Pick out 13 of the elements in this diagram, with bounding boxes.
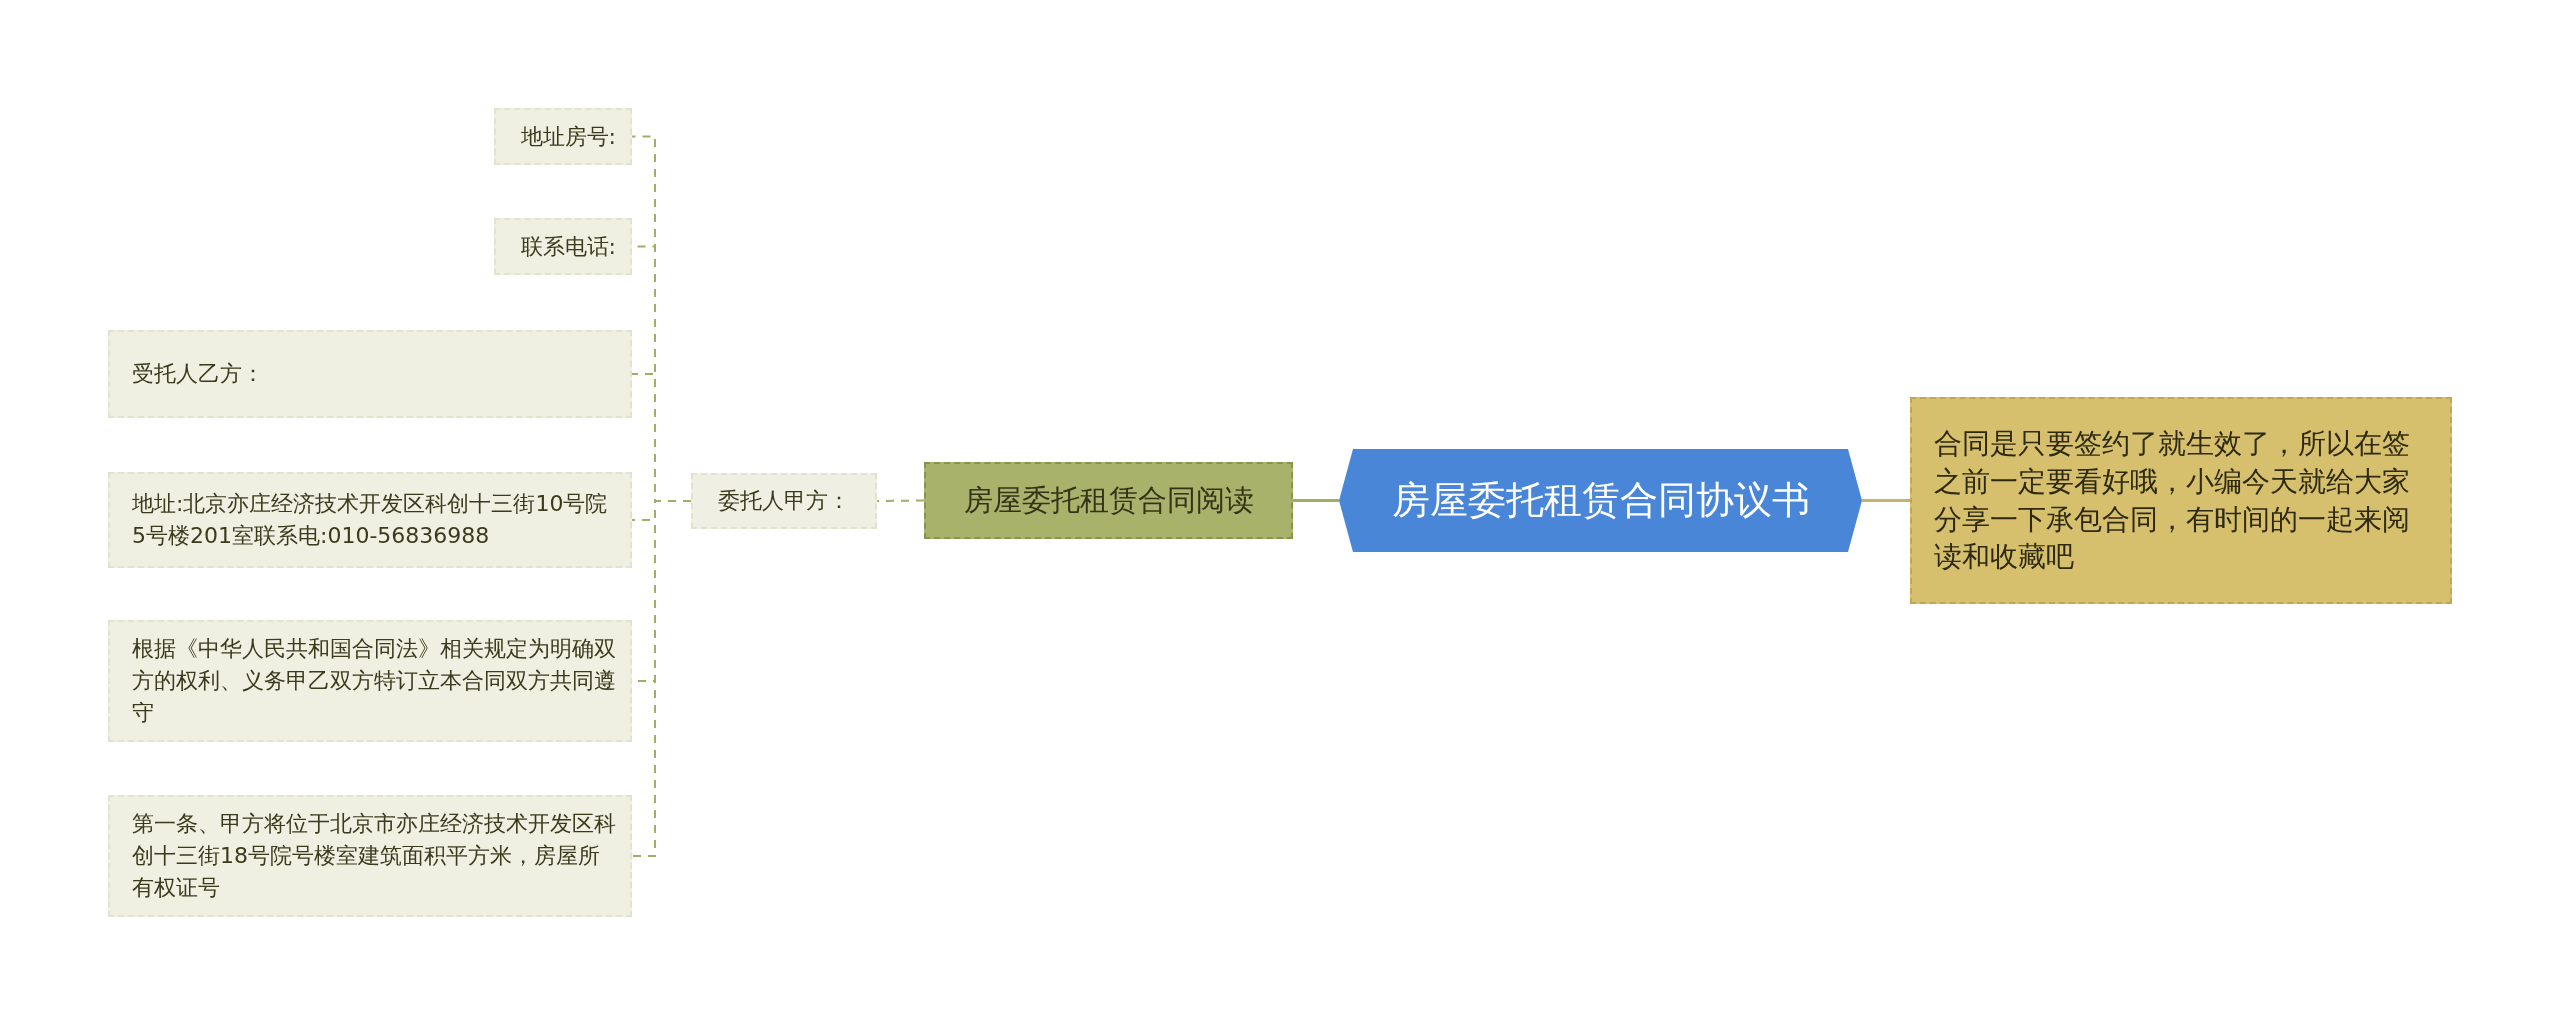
topic-box: 地址:北京亦庄经济技术开发区科创十三街10号院5号楼201室联系电:010-56836988 bbox=[108, 472, 632, 568]
topic-box: 联系电话: bbox=[494, 218, 632, 275]
connector-line bbox=[1862, 499, 1910, 502]
connector-line bbox=[876, 499, 925, 502]
note-box: 合同是只要签约了就生效了，所以在签之前一定要看好哦，小编今天就给大家分享一下承包合同，有时间的一起来阅读和收藏吧 bbox=[1910, 397, 2452, 604]
topic-box: 受托人乙方： bbox=[108, 330, 632, 418]
topic-box: 根据《中华人民共和国合同法》相关规定为明确双方的权利、义务甲乙双方特订立本合同双方共同遵守 bbox=[108, 620, 632, 742]
topic-box: 第一条、甲方将位于北京市亦庄经济技术开发区科创十三街18号院号楼室建筑面积平方米，房屋所有权证号 bbox=[108, 795, 632, 917]
topic-box: 委托人甲方： bbox=[691, 473, 877, 529]
topic-box: 房屋委托租赁合同阅读 bbox=[924, 462, 1293, 539]
title-text: 房屋委托租赁合同协议书 bbox=[1391, 477, 1810, 524]
connector-line bbox=[1293, 499, 1339, 502]
topic-box: 地址房号: bbox=[494, 108, 632, 165]
